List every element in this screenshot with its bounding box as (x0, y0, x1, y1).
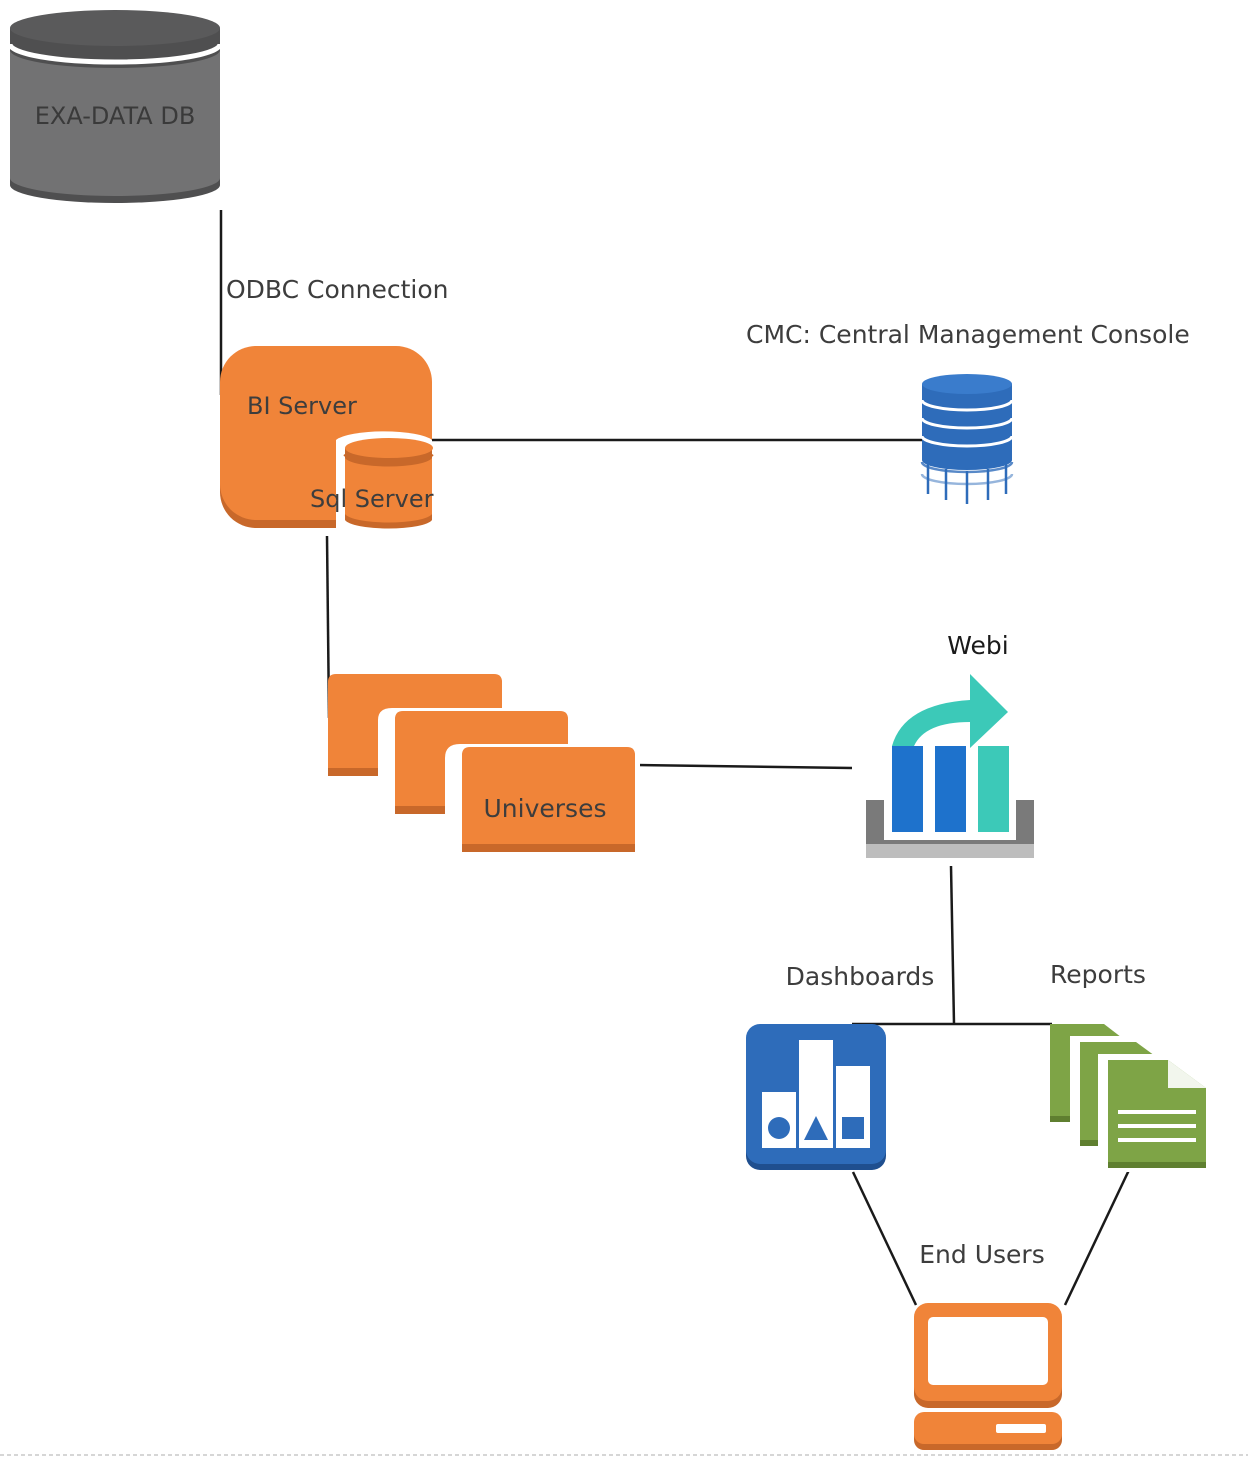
computer-disk-slot (996, 1424, 1046, 1433)
webi-tray (866, 800, 1034, 858)
cmc-db-grid (920, 461, 1014, 504)
bi-server-node: BI Server Sql Server (220, 346, 434, 536)
bi-server-label: BI Server (247, 392, 357, 420)
exadata-db-label: EXA-DATA DB (35, 102, 196, 130)
universes-node: Universes (328, 674, 640, 852)
dashboards-label: Dashboards (786, 962, 935, 991)
exadata-db-ring (7, 43, 223, 65)
cmc-label: CMC: Central Management Console (746, 320, 1190, 349)
cmc-db-ring-1 (920, 399, 1014, 412)
webi-bar-3 (978, 746, 1009, 832)
exadata-db-node: EXA-DATA DB (7, 10, 223, 203)
dashboards-to-users-line (851, 1171, 918, 1306)
webi-chart-icon (866, 674, 1034, 858)
universe-card-front (462, 747, 635, 844)
report-page-3-fold (1168, 1060, 1206, 1088)
webi-bar-1 (892, 746, 923, 832)
exadata-db-top (10, 10, 220, 46)
webi-tray-base (866, 844, 1034, 858)
webi-bar-2 (935, 746, 966, 832)
reports-label: Reports (1050, 960, 1146, 989)
reports-icon (1050, 1024, 1210, 1172)
computer-screen (928, 1317, 1048, 1385)
webi-label: Webi (947, 631, 1008, 660)
dashboards-circle-icon (768, 1117, 790, 1139)
exadata-db-body-face (10, 50, 220, 196)
report-text-line-2 (1118, 1124, 1196, 1128)
dashboards-triangle-icon (804, 1116, 828, 1140)
connectors (219, 210, 1131, 1306)
cmc-db-top (922, 374, 1012, 394)
universes-to-webi-line (635, 763, 853, 770)
end-users-label: End Users (919, 1240, 1044, 1269)
sql-server-cylinder-ring (343, 452, 434, 465)
universes-label: Universes (484, 794, 607, 823)
end-users-computer-icon (914, 1303, 1062, 1450)
dashboards-square-icon (842, 1117, 864, 1139)
cmc-db-ring-3 (920, 435, 1014, 448)
reports-to-users-line (1063, 1169, 1131, 1306)
webi-to-branch-line (949, 865, 956, 1025)
webi-arrow-icon (892, 674, 1008, 748)
computer-base (914, 1412, 1062, 1444)
report-text-line-3 (1118, 1138, 1196, 1142)
sql-server-label: Sql Server (310, 485, 434, 513)
cmc-db-ring-2 (920, 417, 1014, 430)
cmc-database-icon (920, 374, 1014, 504)
report-text-line-1 (1118, 1110, 1196, 1114)
sql-server-cylinder-top (345, 438, 433, 458)
sql-server-cylinder (345, 458, 432, 523)
dashboards-icon (746, 1024, 886, 1170)
odbc-connection-label: ODBC Connection (226, 275, 449, 304)
